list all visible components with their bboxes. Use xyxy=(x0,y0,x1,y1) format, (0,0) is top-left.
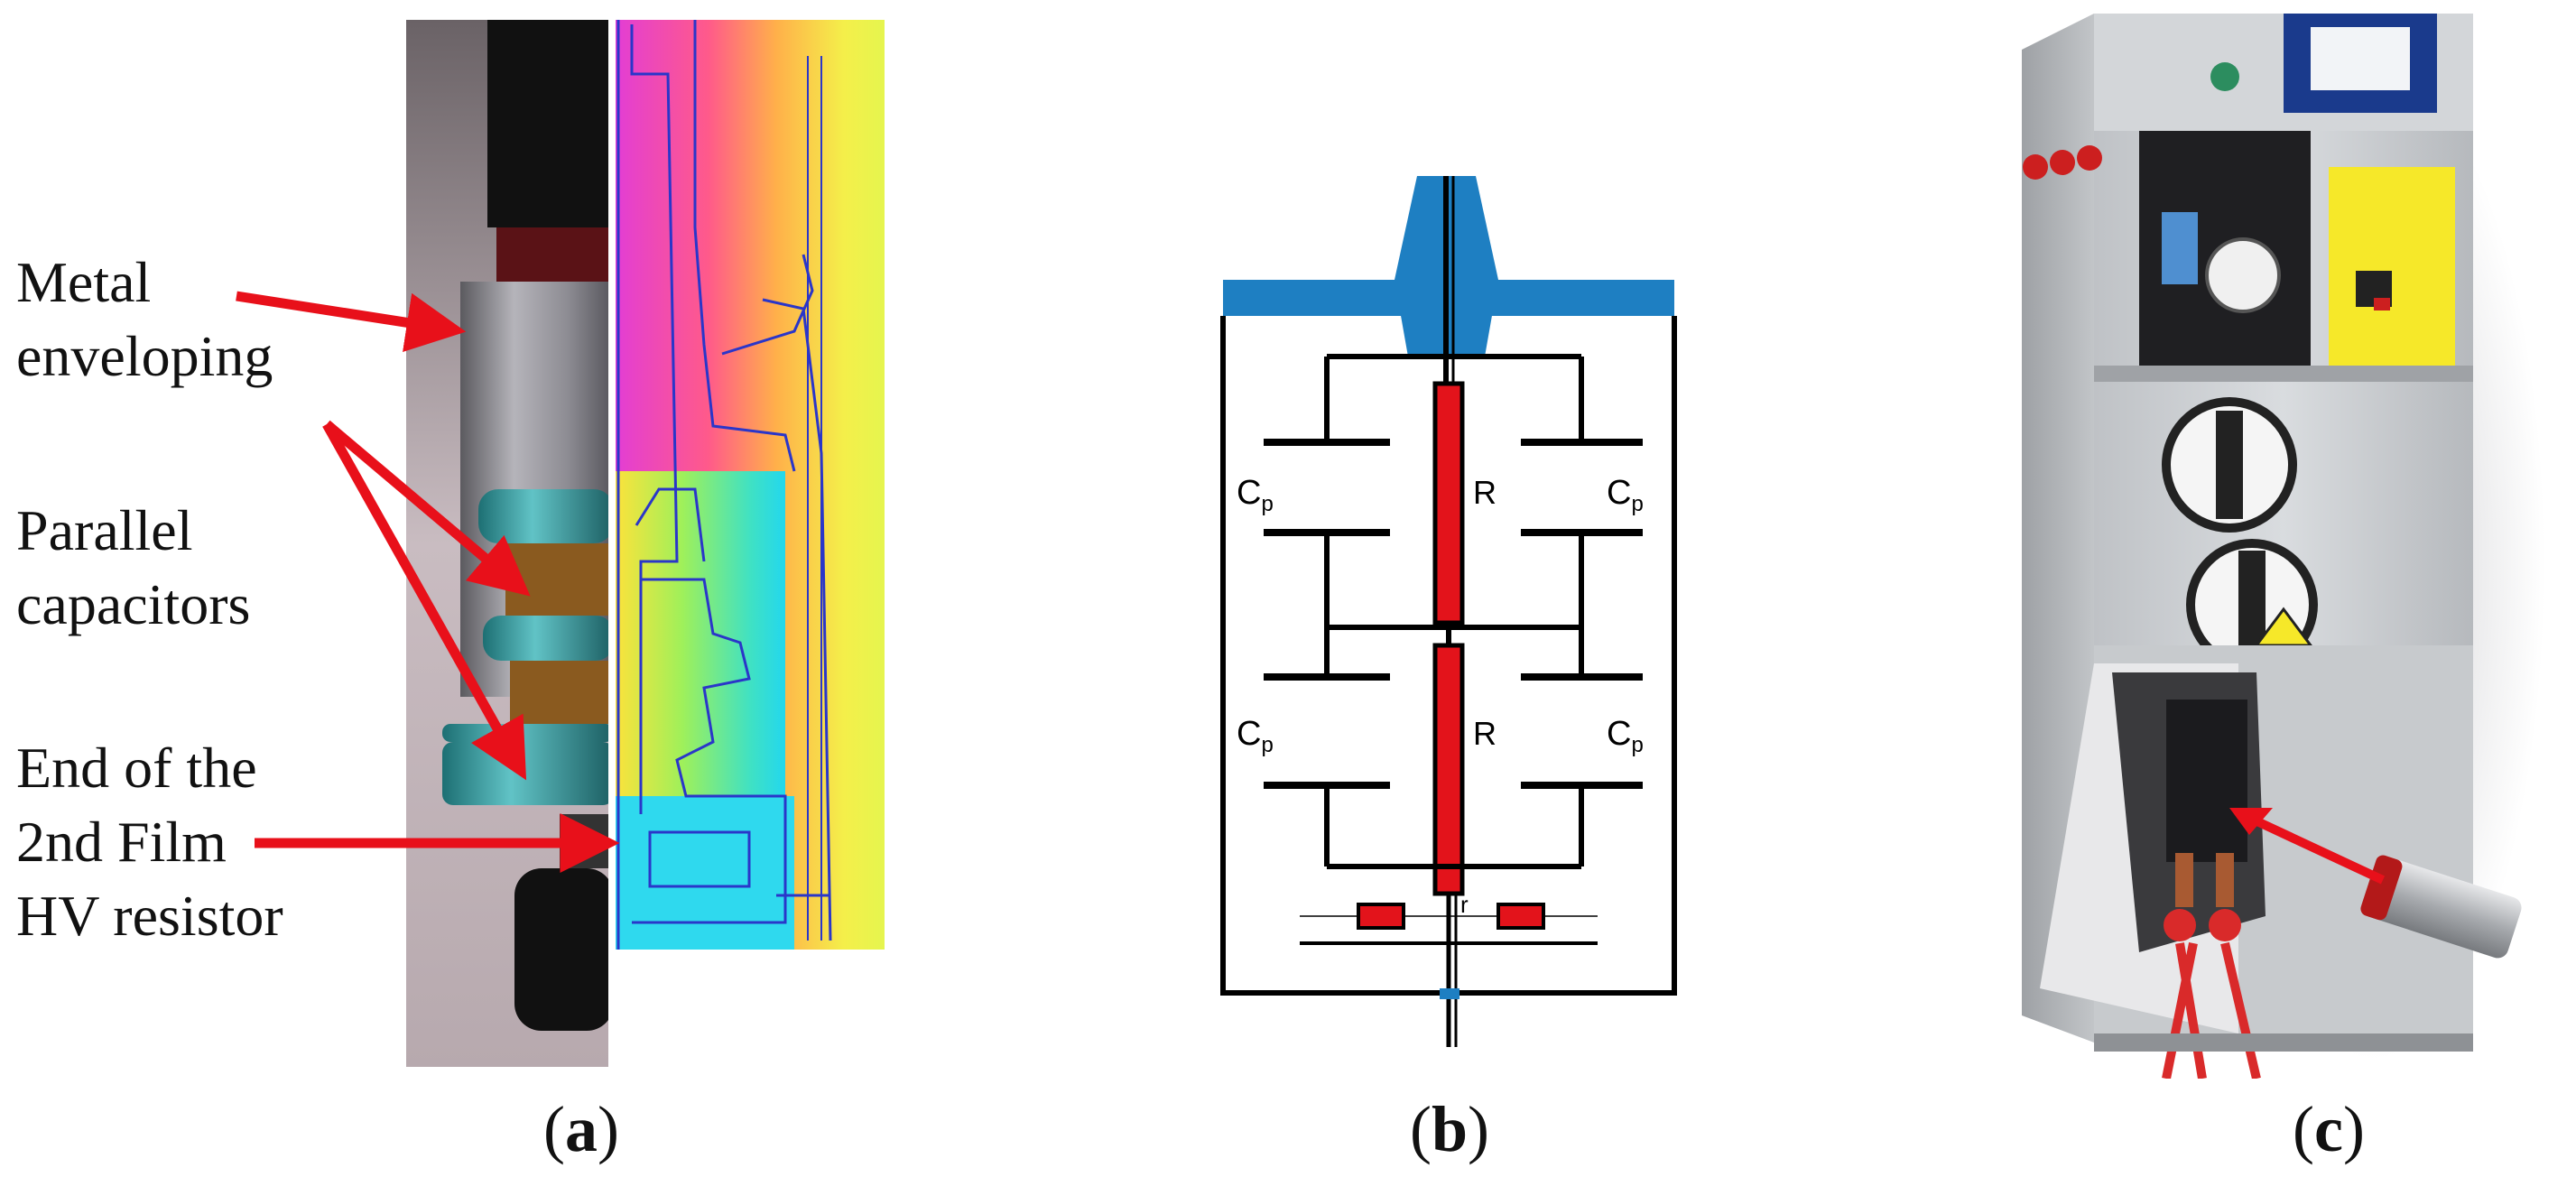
caption-a: (a) xyxy=(543,1092,619,1167)
panel-c xyxy=(1986,14,2563,1079)
caption-paren: ) xyxy=(597,1093,619,1165)
label-metal-enveloping: Metal enveloping xyxy=(16,246,273,394)
label-cp-bottom-right: Cp xyxy=(1607,715,1644,757)
caption-paren: ) xyxy=(1468,1093,1490,1165)
resistor-2 xyxy=(1432,643,1465,896)
label-line: Parallel xyxy=(16,498,193,562)
label-cp-top-right: Cp xyxy=(1607,474,1644,516)
label-r-top: R xyxy=(1473,474,1496,511)
label-line: capacitors xyxy=(16,572,251,636)
panel-b: Cp Cp Cp Cp R R r xyxy=(1209,162,1697,1047)
panel-a: Metal enveloping Parallel capacitors End… xyxy=(0,0,903,1177)
label-parallel-capacitors: Parallel capacitors xyxy=(16,494,250,642)
divider-photo-and-field-simulation xyxy=(406,20,885,1067)
caption-c: (c) xyxy=(2293,1092,2365,1167)
switchgear-cabinet-illustration xyxy=(2022,14,2545,1079)
caption-paren: ) xyxy=(2342,1093,2365,1165)
label-line: enveloping xyxy=(16,324,273,388)
label-r-bottom: R xyxy=(1473,715,1496,752)
arrow-capacitor-1 xyxy=(323,420,531,597)
arrow-panel-c xyxy=(2245,812,2386,885)
caption-letter: b xyxy=(1431,1093,1469,1165)
label-hv-resistor: End of the 2nd Film HV resistor xyxy=(16,731,283,953)
label-cp-top-left: Cp xyxy=(1237,474,1274,516)
caption-paren: ( xyxy=(2293,1093,2314,1165)
label-cp-bottom-left: Cp xyxy=(1237,715,1274,757)
resistor-1 xyxy=(1432,381,1465,626)
arrows-panel-a xyxy=(236,291,620,873)
caption-paren: ( xyxy=(1410,1093,1432,1165)
label-line: Metal xyxy=(16,250,152,314)
small-resistor-left xyxy=(1357,903,1405,930)
sensor-body xyxy=(2361,856,2522,959)
arrow-capacitor-2 xyxy=(322,422,527,781)
small-resistor-right xyxy=(1496,903,1545,930)
caption-letter: a xyxy=(564,1093,598,1165)
label-line: 2nd Film xyxy=(16,810,227,874)
label-line: End of the xyxy=(16,736,257,800)
caption-b: (b) xyxy=(1410,1092,1489,1167)
label-r-small: r xyxy=(1460,891,1469,918)
label-line: HV resistor xyxy=(16,884,283,948)
caption-letter: c xyxy=(2313,1093,2343,1165)
arrow-metal xyxy=(236,291,467,353)
caption-paren: ( xyxy=(543,1093,565,1165)
circuit-diagram: Cp Cp Cp Cp R R r xyxy=(1220,176,1677,1047)
